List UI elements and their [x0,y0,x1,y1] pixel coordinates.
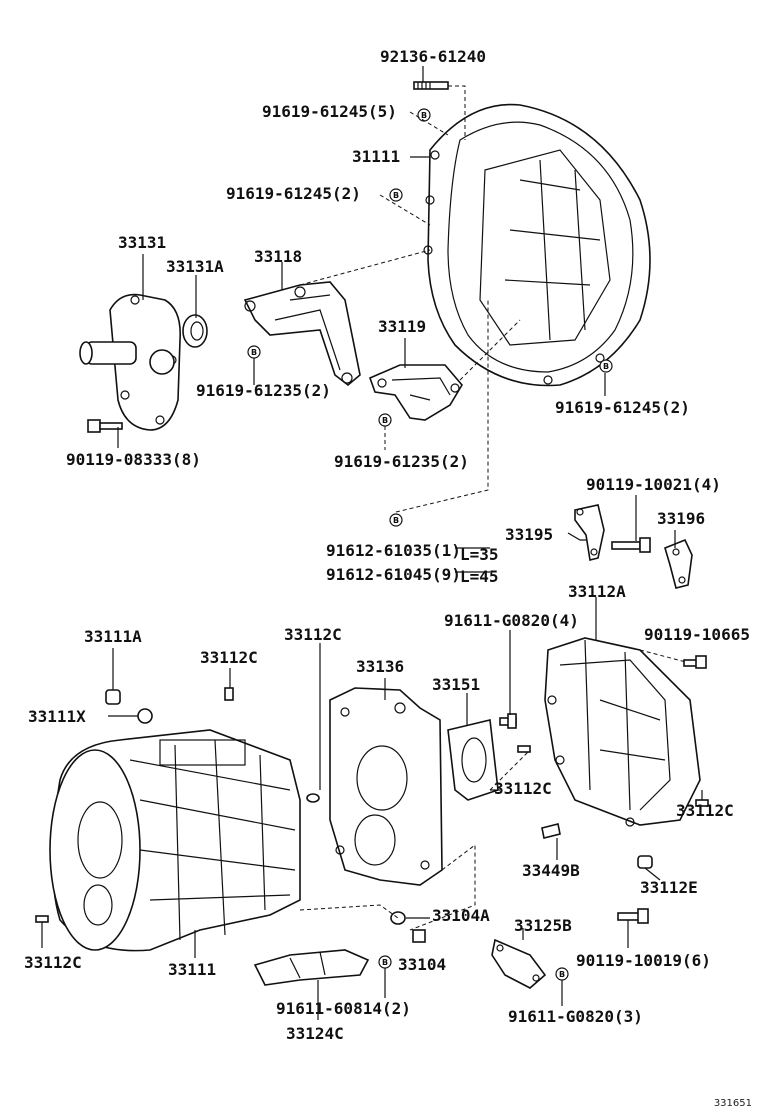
pin-33449B[interactable] [541,823,561,839]
label-91619-61245-5: 91619-61245(5) [262,102,397,121]
label-90119-08333: 90119-08333(8) [66,450,201,469]
svg-text:B: B [251,348,257,357]
bearing-retainer-33151[interactable] [447,719,499,801]
washer-icon: B [599,359,613,373]
label-90119-10021: 90119-10021(4) [586,475,721,494]
label-91619-61245-2a: 91619-61245(2) [226,184,361,203]
label-length-35: L=35 [460,545,499,564]
label-33112A: 33112A [568,582,626,601]
svg-text:B: B [421,111,427,120]
label-91619-61245-2b: 91619-61245(2) [555,398,690,417]
bracket-33119[interactable] [368,364,463,421]
label-90119-10665: 90119-10665 [644,625,750,644]
label-91611-G0820-4: 91611-G0820(4) [444,611,579,630]
washer-icon: B [247,345,261,359]
bolt-90119-10019[interactable] [617,908,649,924]
label-33195: 33195 [505,525,553,544]
label-33111A: 33111A [84,627,142,646]
label-33104A: 33104A [432,906,490,925]
washer-icon: B [378,413,392,427]
label-33124C: 33124C [286,1024,344,1043]
svg-text:B: B [559,970,565,979]
bolt-91611-G0820[interactable] [499,713,517,729]
washer-icon: B [417,108,431,122]
label-33112C-mid: 33112C [494,779,552,798]
washer-icon: B [378,955,392,969]
svg-text:B: B [393,191,399,200]
leader-lines [41,66,703,1020]
svg-text:B: B [393,516,399,525]
plug-33104[interactable] [412,929,426,943]
extension-housing-33112A[interactable] [544,637,701,827]
label-33112C-bottom: 33112C [24,953,82,972]
label-33112C-left: 33112C [200,648,258,667]
clutch-housing-31111[interactable] [423,103,651,387]
stud-bolt-92136[interactable] [413,81,449,90]
label-33119: 33119 [378,317,426,336]
bracket-33124C[interactable] [253,949,370,986]
diagram-code: 331651 [714,1098,752,1109]
washer-icons: B B B B B B B B [247,108,613,981]
plug-33111A[interactable] [105,689,121,705]
plug-33104A[interactable] [390,911,406,925]
label-91619-61235-b: 91619-61235(2) [334,452,469,471]
intermediate-plate-33136[interactable] [329,687,443,886]
label-length-45: L=45 [460,567,499,586]
bracket-33196[interactable] [664,538,693,589]
svg-text:B: B [382,416,388,425]
plug-33112E[interactable] [637,855,653,869]
label-91612-61035: 91612-61035(1) [326,541,461,560]
label-90119-10019: 90119-10019(6) [576,951,711,970]
bracket-33125B[interactable] [491,938,547,989]
label-33125B: 33125B [514,916,572,935]
label-33151: 33151 [432,675,480,694]
bracket-33195[interactable] [574,504,605,561]
label-91612-61045: 91612-61045(9) [326,565,461,584]
label-33118: 33118 [254,247,302,266]
gasket-33111X[interactable] [137,708,153,724]
label-33131: 33131 [118,233,166,252]
label-92136-61240: 92136-61240 [380,47,486,66]
label-33112C-right: 33112C [676,801,734,820]
washer-icon: B [389,188,403,202]
label-33131A: 33131A [166,257,224,276]
label-33112C-top: 33112C [284,625,342,644]
svg-text:B: B [382,958,388,967]
label-31111: 31111 [352,147,400,166]
transmission-case-33111[interactable] [49,729,301,952]
label-33136: 33136 [356,657,404,676]
part-labels: 92136-61240 91619-61245(5) 31111 91619-6… [24,47,752,1109]
bolt-90119-10665[interactable] [683,655,707,669]
dowel-pins-33112C[interactable] [35,687,709,923]
svg-text:B: B [603,362,609,371]
bolt-90119-08333[interactable] [87,419,123,433]
bracket-33118[interactable] [243,281,361,387]
label-33111X: 33111X [28,707,86,726]
label-33111: 33111 [168,960,216,979]
washer-icon: B [389,513,403,527]
bearing-retainer-33131[interactable] [79,293,182,431]
washer-icon: B [555,967,569,981]
label-33104: 33104 [398,955,446,974]
label-33196: 33196 [657,509,705,528]
oil-seal-33131A[interactable] [182,314,208,348]
label-33112E: 33112E [640,878,698,897]
bolt-90119-10021[interactable] [611,537,651,553]
label-91611-60814: 91611-60814(2) [276,999,411,1018]
label-91619-61235-a: 91619-61235(2) [196,381,331,400]
label-33449B: 33449B [522,861,580,880]
label-91611-G0820-3: 91611-G0820(3) [508,1007,643,1026]
